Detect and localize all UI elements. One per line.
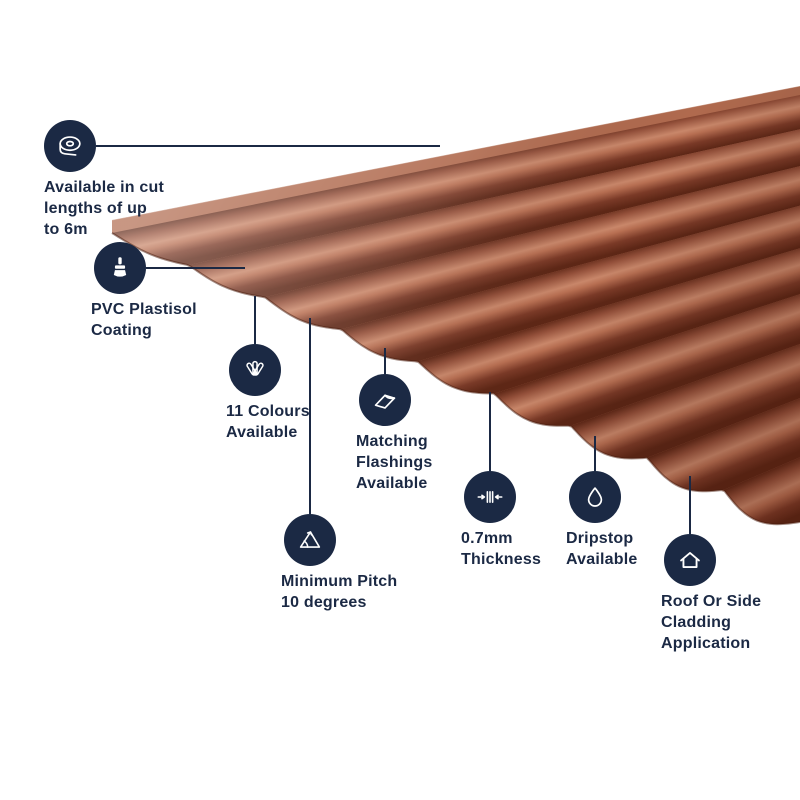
- colour-swatch-badge: [229, 344, 281, 396]
- pitch-angle-icon: [299, 531, 321, 548]
- paintbrush-badge: [94, 242, 146, 294]
- house-icon: [680, 552, 700, 568]
- feature-label: 11 Colours Available: [226, 403, 310, 442]
- flashing-badge: [359, 374, 411, 426]
- feature-cut-lengths: Available in cut lengths of up to 6m: [44, 120, 164, 238]
- pitch-angle-badge: [284, 514, 336, 566]
- feature-dripstop: Dripstop Available: [566, 471, 637, 568]
- thickness-badge: [464, 471, 516, 523]
- dripstop-badge: [569, 471, 621, 523]
- feature-label: Roof Or Side Cladding Application: [661, 593, 762, 653]
- connector-cladding: [689, 476, 691, 534]
- connector-colours: [254, 296, 256, 344]
- thickness-icon: [477, 491, 503, 503]
- colour-swatch-icon: [246, 360, 264, 376]
- feature-coating: PVC Plastisol Coating: [91, 242, 197, 339]
- connector-flashings: [384, 348, 386, 374]
- dripstop-icon: [587, 487, 603, 507]
- feature-pitch: Minimum Pitch 10 degrees: [281, 514, 397, 611]
- feature-thickness: 0.7mm Thickness: [461, 471, 541, 568]
- feature-label: Available in cut lengths of up to 6m: [44, 179, 164, 239]
- tape-measure-badge: [44, 120, 96, 172]
- feature-colours: 11 Colours Available: [226, 344, 310, 441]
- feature-label: Dripstop Available: [566, 530, 638, 569]
- connector-cut-lengths: [96, 145, 440, 147]
- feature-cladding: Roof Or Side Cladding Application: [661, 534, 761, 652]
- house-badge: [664, 534, 716, 586]
- feature-label: Minimum Pitch 10 degrees: [281, 573, 398, 612]
- flashing-icon: [374, 394, 396, 409]
- feature-label: 0.7mm Thickness: [461, 530, 542, 569]
- paintbrush-icon: [113, 257, 127, 277]
- connector-dripstop: [594, 436, 596, 471]
- connector-thickness: [489, 392, 491, 471]
- feature-flashings: Matching Flashings Available: [356, 374, 432, 492]
- feature-label: Matching Flashings Available: [356, 433, 433, 493]
- feature-label: PVC Plastisol Coating: [91, 301, 197, 340]
- connector-coating: [146, 267, 245, 269]
- connector-pitch: [309, 318, 311, 514]
- tape-measure-icon: [59, 136, 81, 156]
